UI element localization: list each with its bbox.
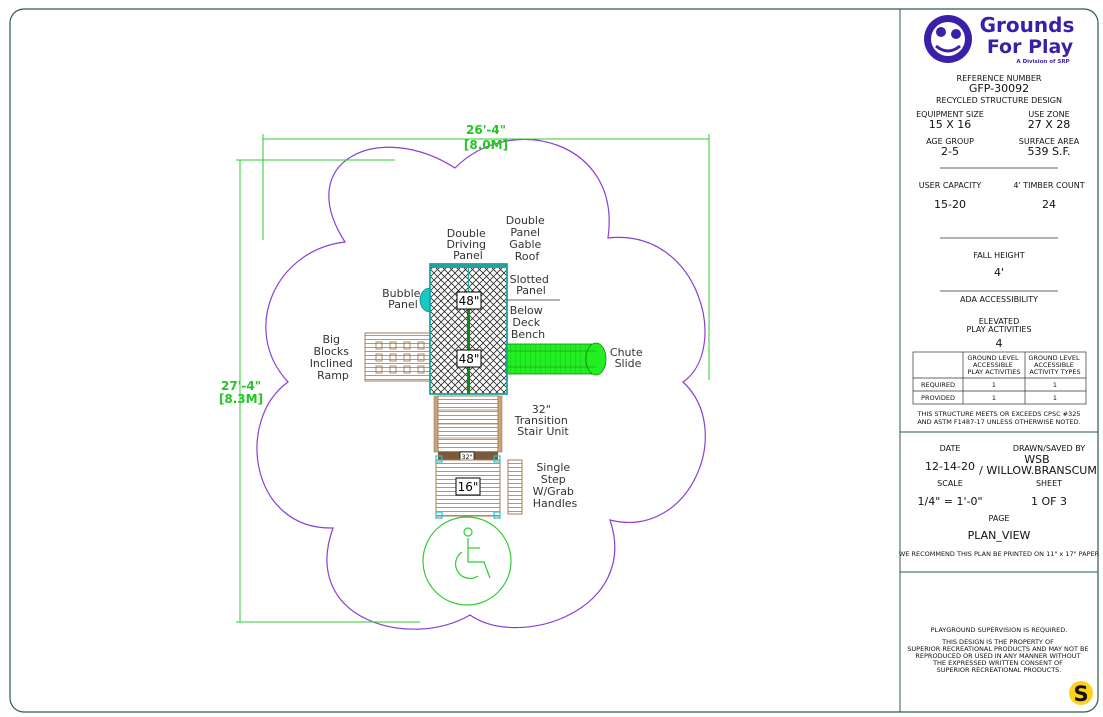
label-gable-roof: Double Panel Gable Roof [506, 214, 548, 263]
stair-tag-text: 32" [462, 454, 473, 461]
reference-label: REFERENCE NUMBER [957, 74, 1042, 83]
ada-row-provided-label: PROVIDED [921, 394, 955, 402]
width-dimension-text: 26'-4" [466, 123, 506, 137]
drawn-initials: WSB [1024, 453, 1049, 466]
reference-value: GFP-30092 [969, 82, 1029, 95]
supervision-note: PLAYGROUND SUPERVISION IS REQUIRED. [931, 626, 1068, 634]
user-capacity-label: USER CAPACITY [919, 181, 982, 190]
scale-label: SCALE [937, 479, 963, 488]
chute-slide [505, 342, 607, 376]
timber-count-label: 4' TIMBER COUNT [1013, 181, 1084, 190]
date-label: DATE [940, 444, 961, 453]
user-capacity-value: 15-20 [934, 198, 966, 211]
print-note: WE RECOMMEND THIS PLAN BE PRINTED ON 11"… [899, 550, 1100, 558]
logo-line-2: For Play [987, 36, 1074, 58]
use-zone-value: 27 X 28 [1028, 118, 1071, 131]
logo-line-1: Grounds [980, 13, 1075, 37]
timber-count-value: 24 [1042, 198, 1056, 211]
surface-area-label: SURFACE AREA [1019, 137, 1080, 146]
ada-col1-header: GROUND LEVEL ACCESSIBLE PLAY ACTIVITIES [967, 354, 1020, 376]
width-dimension-metric: [8.0M] [464, 138, 508, 152]
property-notice: THIS DESIGN IS THE PROPERTY OF SUPERIOR … [907, 638, 1090, 674]
ada-row-required-label: REQUIRED [921, 381, 955, 389]
ada-row-required-v2: 1 [1053, 381, 1057, 389]
drawn-label: DRAWN/SAVED BY [1013, 444, 1085, 453]
age-group-label: AGE GROUP [926, 137, 974, 146]
deck-height-tag-lower [456, 349, 482, 368]
label-chute-slide: Chute Slide [610, 346, 646, 370]
big-blocks-ramp [364, 332, 431, 382]
compliance-line-1: THIS STRUCTURE MEETS OR EXCEEDS CPSC #32… [916, 410, 1080, 418]
height-dimension [236, 159, 420, 623]
ada-table [912, 351, 1087, 405]
use-zone-label: USE ZONE [1028, 110, 1069, 119]
ada-row-required-v1: 1 [992, 381, 996, 389]
fall-height-value: 4' [994, 266, 1004, 279]
surface-area-value: 539 S.F. [1027, 145, 1070, 158]
label-transition-stair: 32" Transition Stair Unit [514, 403, 572, 438]
sheet-value: 1 OF 3 [1031, 495, 1067, 508]
step-height: 16" [458, 480, 479, 494]
deck-height-lower: 48" [459, 352, 480, 366]
ada-col2-header: GROUND LEVEL ACCESSIBLE ACTIVITY TYPES [1028, 354, 1081, 376]
wheelchair-icon [422, 516, 512, 606]
step-height-tag [455, 477, 481, 496]
page-value: PLAN_VIEW [968, 529, 1031, 542]
drawn-path: / WILLOW.BRANSCUM [979, 464, 1097, 477]
fall-height-label: FALL HEIGHT [973, 251, 1024, 260]
elevated-label-2: PLAY ACTIVITIES [966, 325, 1031, 334]
design-name: RECYCLED STRUCTURE DESIGN [936, 96, 1062, 105]
elevated-value: 4 [996, 337, 1003, 350]
deck-height-tag-upper [456, 291, 482, 310]
sheet-label: SHEET [1036, 479, 1062, 488]
ada-row-provided-v1: 1 [992, 394, 996, 402]
label-bubble-panel: Bubble Panel [382, 287, 424, 311]
ada-row-provided-v2: 1 [1053, 394, 1057, 402]
corner-mark-icon: S [1069, 681, 1093, 706]
date-value: 12-14-20 [925, 460, 975, 473]
label-big-blocks-ramp: Big Blocks Inclined Ramp [310, 333, 357, 382]
transition-stair-unit [433, 395, 503, 453]
svg-text:S: S [1073, 682, 1088, 706]
elevated-label-1: ELEVATED [979, 317, 1019, 326]
equipment-size-value: 15 X 16 [929, 118, 972, 131]
label-double-driving-panel: Double Driving Panel [446, 227, 489, 262]
compliance-line-2: AND ASTM F1487-17 UNLESS OTHERWISE NOTED… [917, 418, 1080, 426]
ada-label: ADA ACCESSIBILITY [960, 295, 1038, 304]
width-dimension [262, 134, 710, 380]
label-single-step: Single Step W/Grab Handles [533, 461, 578, 510]
use-zone-outline [256, 138, 706, 630]
equipment-size-label: EQUIPMENT SIZE [916, 110, 984, 119]
deck-roof [429, 263, 508, 395]
age-group-value: 2-5 [941, 145, 959, 158]
label-below-deck-bench: Below Deck Bench [510, 304, 547, 341]
page-label: PAGE [989, 514, 1010, 523]
height-dimension-metric: [8.3M] [219, 392, 263, 406]
logo-tagline: A Division of SRP [1016, 59, 1069, 65]
label-slotted-panel: Slotted Panel [510, 273, 553, 297]
height-dimension-text: 27'-4" [221, 379, 261, 393]
scale-value: 1/4" = 1'-0" [917, 495, 982, 508]
bubble-panel [419, 287, 431, 313]
grounds-for-play-logo: Grounds For Play A Division of SRP [924, 13, 1074, 65]
deck-height-upper: 48" [459, 294, 480, 308]
